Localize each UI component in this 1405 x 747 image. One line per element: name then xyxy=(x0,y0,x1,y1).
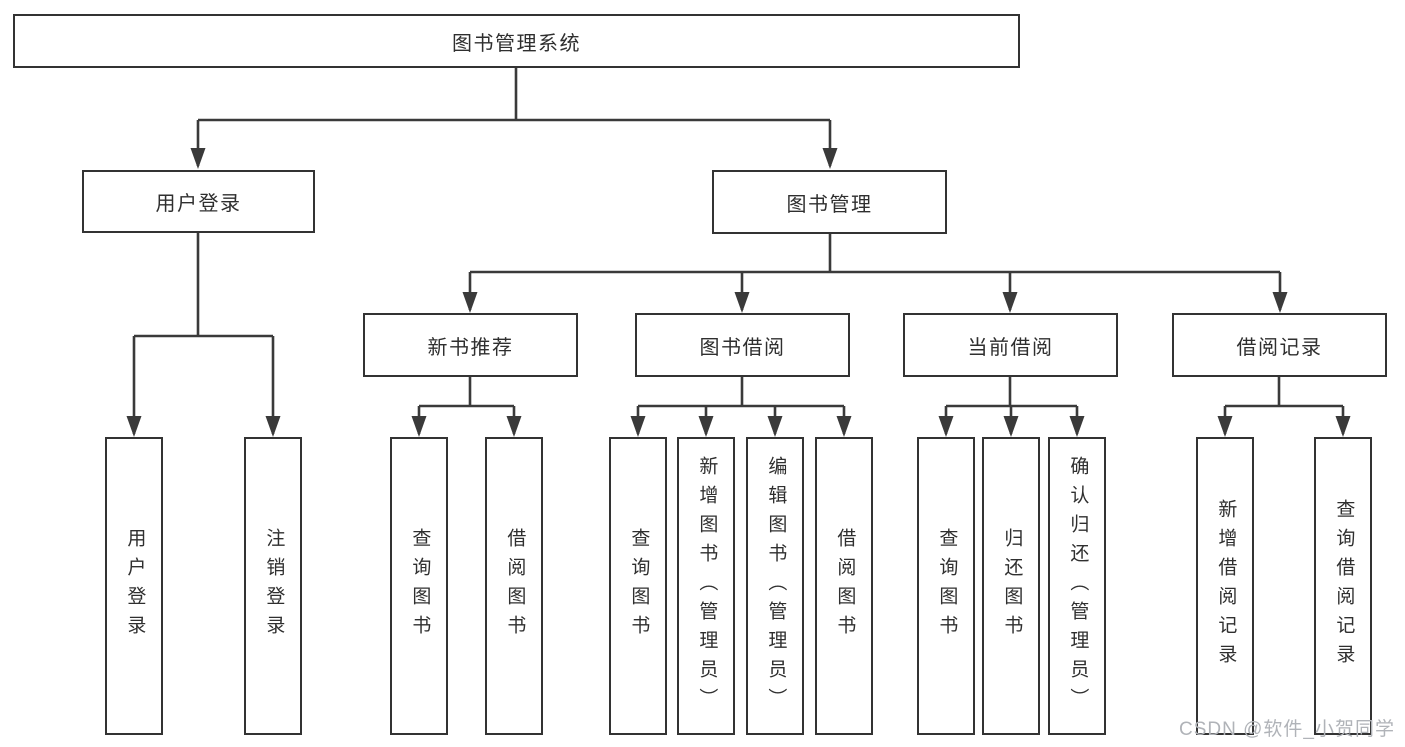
watermark: CSDN @软件_小贺同学 xyxy=(1179,719,1395,740)
leaf-edit-book-admin: 编辑图书（管理员） xyxy=(746,437,804,735)
leaf-add-borrow-record: 新增借阅记录 xyxy=(1196,437,1254,735)
leaf-label: 查询图书 xyxy=(936,528,958,644)
leaf-label: 借阅图书 xyxy=(834,528,856,644)
leaf-confirm-return-admin: 确认归还（管理员） xyxy=(1048,437,1106,735)
leaf-query-books-recommend: 查询图书 xyxy=(390,437,448,735)
leaf-borrow-books: 借阅图书 xyxy=(815,437,873,735)
node-label: 用户登录 xyxy=(155,193,242,215)
leaf-label: 注销登录 xyxy=(263,528,285,644)
leaf-query-borrow-record: 查询借阅记录 xyxy=(1314,437,1372,735)
node-label: 图书借阅 xyxy=(699,336,786,359)
leaf-query-books-current: 查询图书 xyxy=(917,437,975,735)
leaf-add-book-admin: 新增图书（管理员） xyxy=(677,437,735,735)
node-label: 借阅记录 xyxy=(1236,336,1323,359)
node-book-management: 图书管理 xyxy=(712,170,947,234)
leaf-return-book: 归还图书 xyxy=(982,437,1040,735)
leaf-logout: 注销登录 xyxy=(244,437,302,735)
node-label: 新书推荐 xyxy=(427,336,514,359)
node-borrowing-records: 借阅记录 xyxy=(1172,313,1387,377)
node-label: 图书管理 xyxy=(786,193,873,216)
leaf-label: 查询图书 xyxy=(628,528,650,644)
node-label: 图书管理系统 xyxy=(452,32,581,55)
leaf-label: 借阅图书 xyxy=(504,528,526,644)
node-new-book-recommendation: 新书推荐 xyxy=(363,313,578,377)
leaf-label: 查询借阅记录 xyxy=(1333,499,1355,673)
leaf-label: 确认归还（管理员） xyxy=(1067,455,1089,717)
leaf-label: 用户登录 xyxy=(124,528,146,644)
node-book-borrowing: 图书借阅 xyxy=(635,313,850,377)
leaf-borrow-books-recommend: 借阅图书 xyxy=(485,437,543,735)
leaf-label: 查询图书 xyxy=(409,528,431,644)
node-user-login: 用户登录 xyxy=(82,170,315,233)
node-library-management-system: 图书管理系统 xyxy=(13,14,1020,68)
node-label: 当前借阅 xyxy=(967,336,1054,359)
leaf-label: 编辑图书（管理员） xyxy=(765,455,787,717)
node-current-borrowing: 当前借阅 xyxy=(903,313,1118,377)
leaf-label: 新增图书（管理员） xyxy=(696,455,718,717)
leaf-label: 归还图书 xyxy=(1001,528,1023,644)
leaf-query-books-borrowing: 查询图书 xyxy=(609,437,667,735)
leaf-label: 新增借阅记录 xyxy=(1215,499,1237,673)
leaf-user-login: 用户登录 xyxy=(105,437,163,735)
